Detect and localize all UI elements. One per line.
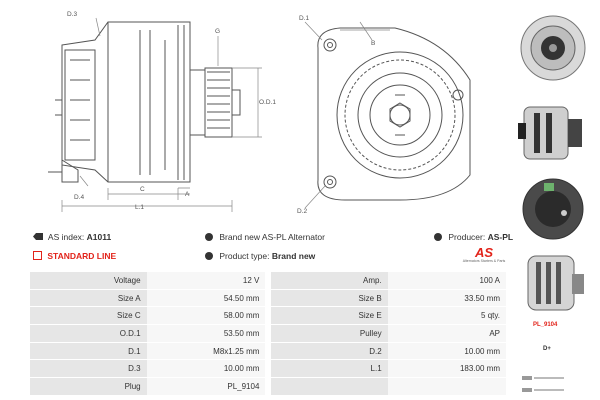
description-row: Brand new AS-PL Alternator — [205, 232, 325, 242]
spec-label: O.D.1 — [30, 324, 147, 343]
spec-label: D.3 — [30, 359, 147, 378]
spec-value: 10.00 mm — [387, 341, 513, 360]
plug-label: PL_9104 — [533, 322, 558, 328]
side-view-body — [61, 21, 191, 183]
producer-row: Producer: AS-PL — [434, 232, 513, 242]
spec-label: Pulley — [268, 324, 388, 343]
spec-label: D.1 — [30, 341, 147, 360]
producer-label: Producer: — [448, 232, 486, 242]
label-a: A — [185, 191, 190, 198]
spec-label: Plug — [30, 377, 147, 395]
info-icon — [434, 233, 442, 241]
spec-value: 33.50 mm — [387, 288, 513, 307]
spec-value: AP — [387, 324, 513, 343]
pulley — [190, 69, 206, 136]
as-index-label: AS index: — [47, 232, 85, 242]
logo-tagline: Alternators Starters & Parts — [462, 259, 506, 263]
product-type-label: Product type: — [219, 251, 270, 261]
spec-label: Size C — [30, 306, 147, 325]
spec-value: PL_9104 — [146, 377, 272, 395]
spec-label: L.1 — [268, 359, 388, 378]
label-b: B — [371, 40, 375, 47]
spec-value: 58.00 mm — [146, 306, 272, 325]
standard-line-label: STANDARD LINE — [47, 251, 117, 261]
spec-value: 100 A — [387, 271, 513, 290]
spec-value: M8x1.25 mm — [146, 341, 272, 360]
spec-value: 10.00 mm — [146, 359, 272, 378]
label-od1: O.D.1 — [259, 99, 276, 106]
dplus-label: D+ — [543, 346, 551, 352]
checkbox-icon — [33, 251, 42, 260]
logo-text: AS — [474, 245, 494, 260]
technical-drawing: D.3 G O.D.1 D.4 C A L.1 D.1 B D.2 — [48, 11, 471, 215]
thumb-side-view[interactable] — [514, 93, 592, 173]
label-d1-front: D.1 — [299, 15, 310, 22]
label-l1: L.1 — [135, 204, 144, 211]
spec-value: 53.50 mm — [146, 324, 272, 343]
spec-value: 54.50 mm — [146, 288, 272, 307]
spec-label: Size E — [268, 306, 388, 325]
spec-label: Size B — [268, 288, 388, 307]
info-icon — [205, 233, 213, 241]
spec-value: 183.00 mm — [387, 359, 513, 378]
producer-value: AS-PL — [487, 232, 514, 242]
tag-icon — [33, 233, 43, 240]
product-type-value: Brand new — [271, 251, 316, 261]
product-type-row: Product type: Brand new — [205, 251, 315, 261]
description-text: Brand new AS-PL Alternator — [219, 232, 325, 242]
standard-line-row: STANDARD LINE — [33, 251, 116, 261]
label-d2: D.2 — [297, 208, 308, 215]
label-c: C — [140, 186, 145, 193]
spec-label — [268, 377, 388, 395]
as-index-row: AS index: A1011 — [33, 232, 111, 242]
thumb-front-view[interactable] — [514, 4, 592, 92]
thumb-rear-view[interactable] — [514, 173, 592, 245]
spec-label: Size A — [30, 288, 147, 307]
spec-label: D.2 — [268, 341, 388, 360]
front-view-outline — [317, 27, 471, 201]
label-g: G — [215, 28, 220, 35]
label-d4: D.4 — [74, 194, 85, 201]
as-logo: AS Alternators Starters & Parts — [455, 246, 513, 264]
thumb-top-view[interactable] — [514, 248, 592, 318]
spec-value: 5 qty. — [387, 306, 513, 325]
as-index-value: A1011 — [86, 232, 112, 242]
plug-diagram-2 — [522, 380, 572, 392]
spec-value: 12 V — [146, 271, 272, 290]
spec-value — [387, 377, 513, 395]
label-d3: D.3 — [67, 11, 78, 18]
info-icon — [205, 252, 213, 260]
spec-label: Voltage — [30, 271, 147, 290]
plug-diagram-1 — [522, 368, 572, 380]
spec-label: Amp. — [268, 271, 388, 290]
